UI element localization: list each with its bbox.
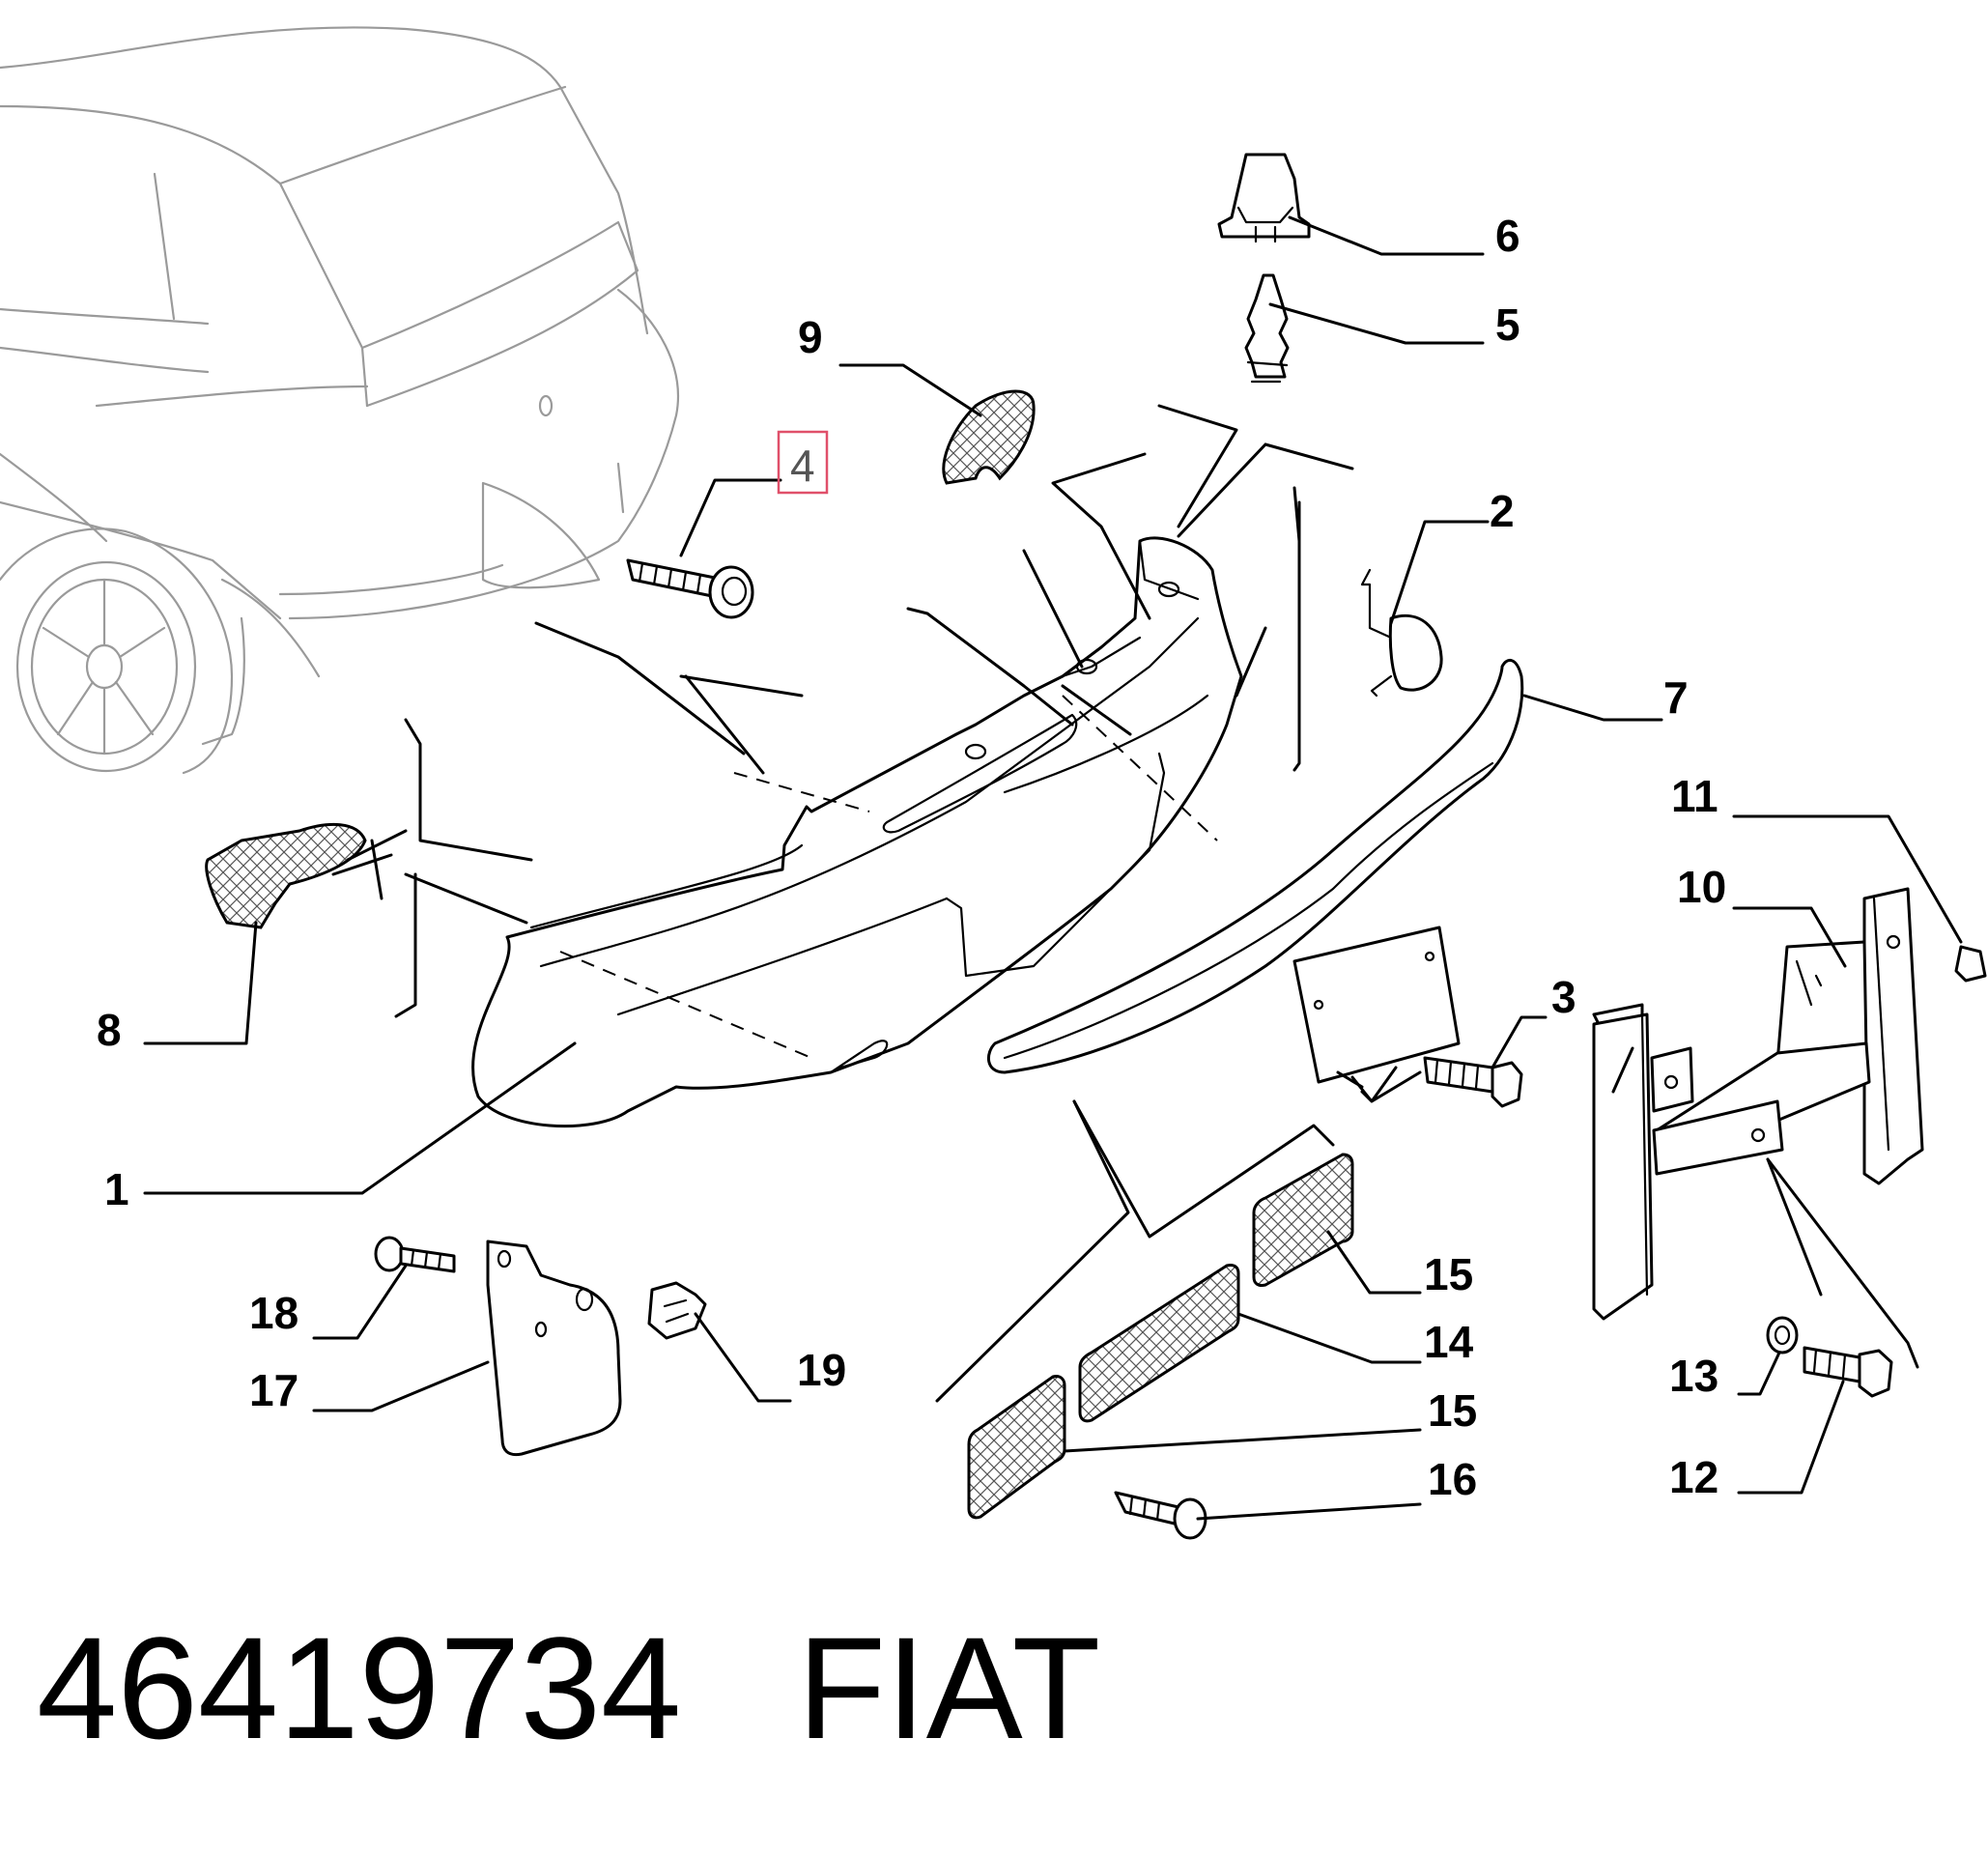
callout-8: 8	[97, 1005, 122, 1055]
callout-15-lower: 15	[1428, 1385, 1477, 1436]
part-10-bracket	[1592, 887, 1924, 1321]
callout-4: 4	[790, 441, 815, 491]
callout-19: 19	[797, 1345, 846, 1395]
callout-15-upper: 15	[1424, 1249, 1473, 1299]
callout-labels: 1 2 3 4 5 6 7 8 9 10 11 12 13 14 15 15 1…	[97, 211, 1726, 1504]
callout-14: 14	[1424, 1317, 1474, 1367]
callout-11: 11	[1671, 771, 1718, 821]
part-number: 46419734	[37, 1607, 682, 1769]
part-13-washer	[1766, 1316, 1799, 1354]
callout-9: 9	[798, 312, 823, 362]
part-2-tow-cover	[1360, 568, 1443, 698]
callout-16: 16	[1428, 1454, 1477, 1504]
construction-lines	[331, 404, 1919, 1403]
callout-1: 1	[104, 1164, 129, 1214]
part-15-reflector-lower	[967, 1375, 1066, 1520]
callout-6: 6	[1495, 211, 1520, 261]
callout-18: 18	[249, 1288, 298, 1338]
part-4-screw	[626, 558, 754, 619]
part-8-side-grille	[205, 822, 367, 929]
part-19-clip	[647, 1281, 707, 1340]
part-14-reflector-center	[1078, 1264, 1240, 1423]
callout-2: 2	[1490, 486, 1515, 536]
part-3-bolt	[1423, 1056, 1523, 1108]
license-plate-bracket	[1292, 926, 1461, 1084]
part-5-push-clip	[1244, 273, 1290, 384]
brand-name: FIAT	[797, 1607, 1101, 1769]
part-12-bolt	[1803, 1346, 1893, 1398]
part-6-clip	[1217, 153, 1311, 243]
part-9-grille-insert	[942, 389, 1036, 485]
part-1-rear-bumper	[471, 536, 1243, 1128]
part-11-nut	[1954, 945, 1987, 983]
callout-7: 7	[1663, 672, 1689, 723]
part-18-screw	[374, 1236, 456, 1273]
callout-17: 17	[249, 1365, 298, 1415]
callout-4-highlight-box	[777, 430, 829, 495]
callout-10: 10	[1677, 862, 1726, 912]
callout-13: 13	[1669, 1351, 1718, 1401]
leader-lines	[143, 215, 1963, 1521]
callout-5: 5	[1495, 299, 1520, 350]
car-rear-outline	[0, 26, 679, 775]
callout-3: 3	[1551, 972, 1576, 1022]
part-7-lower-trim	[986, 659, 1524, 1074]
part-15-reflector-upper	[1252, 1153, 1354, 1287]
callout-12: 12	[1669, 1452, 1718, 1502]
part-17-mud-flap	[486, 1240, 622, 1457]
part-16-screw	[1114, 1491, 1207, 1540]
